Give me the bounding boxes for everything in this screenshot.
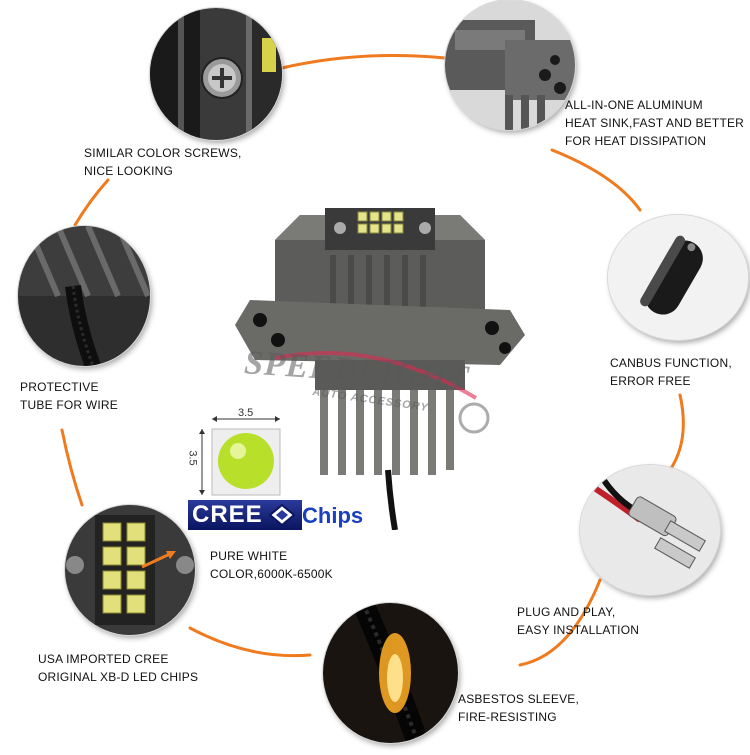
- callout-heatsink: ALL-IN-ONE ALUMINUM HEAT SINK,FAST AND B…: [565, 96, 744, 150]
- arc-left: [60, 428, 84, 507]
- callout-white-line2: COLOR,6000K-6500K: [210, 567, 333, 581]
- plug-thumbnail: [580, 465, 720, 595]
- callout-tube-line1: PROTECTIVE: [20, 380, 99, 394]
- cree-chips-logo: CREE Chips: [188, 500, 368, 534]
- cree-logo-chips: Chips: [302, 503, 364, 528]
- callout-screws-line2: NICE LOOKING: [84, 164, 174, 178]
- cree-chip-diagram: [199, 416, 281, 496]
- callout-plug: PLUG AND PLAY, EASY INSTALLATION: [517, 603, 639, 639]
- callout-plug-line2: EASY INSTALLATION: [517, 623, 640, 637]
- canbus-thumbnail: [608, 215, 748, 340]
- callout-white: PURE WHITE COLOR,6000K-6500K: [210, 547, 333, 583]
- sleeve-thumbnail: [323, 603, 458, 743]
- arc-top-left: [73, 178, 110, 227]
- callout-cree: USA IMPORTED CREE ORIGINAL XB-D LED CHIP…: [38, 650, 198, 686]
- callout-heatsink-line2: HEAT SINK,FAST AND BETTER: [565, 116, 745, 130]
- screws-thumbnail: [150, 8, 282, 140]
- arc-right: [668, 393, 685, 472]
- callout-screws: SIMILAR COLOR SCREWS, NICE LOOKING: [84, 144, 242, 180]
- arc-bottom-right: [518, 578, 602, 667]
- callout-heatsink-line1: ALL-IN-ONE ALUMINUM: [565, 98, 703, 112]
- callout-plug-line1: PLUG AND PLAY,: [517, 605, 616, 619]
- heatsink-thumbnail: [445, 0, 575, 130]
- chip-width-label: 3.5: [238, 407, 254, 419]
- callout-heatsink-line3: FOR HEAT DISSIPATION: [565, 134, 707, 148]
- arc-top-right: [550, 148, 642, 212]
- callout-tube-line2: TUBE FOR WIRE: [20, 398, 118, 412]
- callout-sleeve: ASBESTOS SLEEVE, FIRE-RESISTING: [458, 690, 579, 726]
- arc-top: [280, 54, 447, 70]
- arc-bottom-left: [188, 626, 312, 658]
- chips-pointer-arrow: [141, 551, 176, 569]
- callout-cree-line2: ORIGINAL XB-D LED CHIPS: [38, 670, 199, 684]
- callout-cree-line1: USA IMPORTED CREE: [38, 652, 169, 666]
- led-chips-thumbnail: [65, 505, 195, 635]
- callout-canbus-line1: CANBUS FUNCTION,: [610, 356, 732, 370]
- callout-screws-line1: SIMILAR COLOR SCREWS,: [84, 146, 242, 160]
- callout-canbus-line2: ERROR FREE: [610, 374, 691, 388]
- callout-sleeve-line2: FIRE-RESISTING: [458, 710, 557, 724]
- callout-sleeve-line1: ASBESTOS SLEEVE,: [458, 692, 580, 706]
- callout-tube: PROTECTIVE TUBE FOR WIRE: [20, 378, 118, 414]
- chip-height-label: 3.5: [186, 450, 199, 466]
- tube-thumbnail: [18, 226, 150, 366]
- led-module-main-image: [235, 208, 525, 530]
- callout-canbus: CANBUS FUNCTION, ERROR FREE: [610, 354, 732, 390]
- cree-diamond-icon: [268, 503, 296, 527]
- callout-white-line1: PURE WHITE: [210, 549, 288, 563]
